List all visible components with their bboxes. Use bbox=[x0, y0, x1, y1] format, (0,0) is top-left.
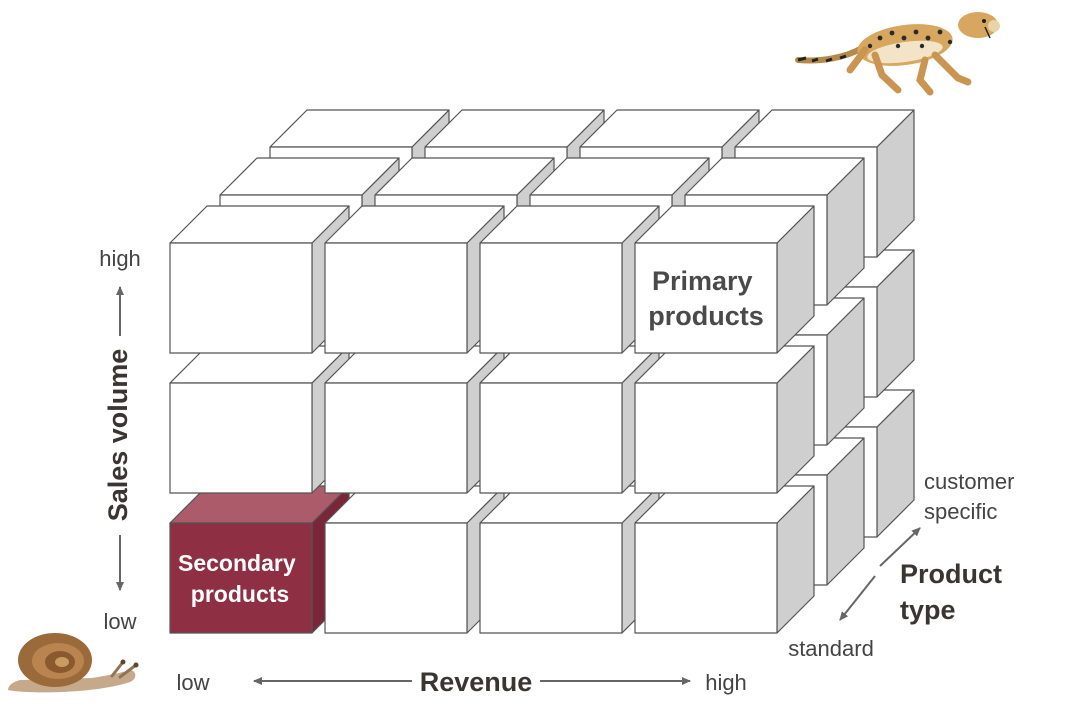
cube-front-face bbox=[324, 522, 468, 634]
product-type-arrow-far bbox=[879, 527, 921, 567]
primary-products-cube bbox=[634, 205, 815, 354]
sales-volume-high-label: high bbox=[99, 246, 141, 271]
product-type-arrow-near bbox=[839, 575, 876, 621]
cube bbox=[634, 485, 815, 634]
cube bbox=[479, 205, 660, 354]
product-type-axis: customer specific standard Product type bbox=[788, 469, 1021, 661]
secondary-products-label: Secondary products bbox=[178, 550, 302, 607]
cube-front-face bbox=[634, 382, 778, 494]
cube-front-face bbox=[324, 242, 468, 354]
revenue-low-label: low bbox=[176, 670, 209, 695]
cube bbox=[479, 345, 660, 494]
cube-front-face bbox=[324, 382, 468, 494]
cube-front-face bbox=[169, 522, 313, 634]
revenue-axis: low high Revenue bbox=[176, 667, 746, 697]
revenue-high-label: high bbox=[705, 670, 747, 695]
cube-front-face bbox=[479, 382, 623, 494]
cube bbox=[479, 485, 660, 634]
primary-products-label: Primary products bbox=[648, 266, 764, 331]
cube bbox=[324, 345, 505, 494]
cube-front-face bbox=[634, 242, 778, 354]
product-type-near-label: standard bbox=[788, 636, 874, 661]
cube bbox=[169, 345, 350, 494]
cube-grid bbox=[169, 109, 915, 634]
cube-front-face bbox=[634, 522, 778, 634]
product-type-title: Product type bbox=[900, 559, 1010, 625]
product-type-far-label: customer specific bbox=[924, 469, 1021, 524]
cube bbox=[634, 345, 815, 494]
cube bbox=[169, 205, 350, 354]
cube-front-face bbox=[169, 382, 313, 494]
cube-front-face bbox=[169, 242, 313, 354]
cube-front-face bbox=[479, 242, 623, 354]
cheetah-icon bbox=[795, 12, 1000, 96]
sales-volume-title: Sales volume bbox=[103, 349, 133, 522]
cube bbox=[324, 485, 505, 634]
snail-icon bbox=[8, 633, 139, 693]
cube-front-face bbox=[479, 522, 623, 634]
revenue-title: Revenue bbox=[420, 667, 533, 697]
sales-volume-low-label: low bbox=[103, 609, 136, 634]
sales-volume-axis: high low Sales volume bbox=[99, 246, 141, 634]
cube bbox=[324, 205, 505, 354]
